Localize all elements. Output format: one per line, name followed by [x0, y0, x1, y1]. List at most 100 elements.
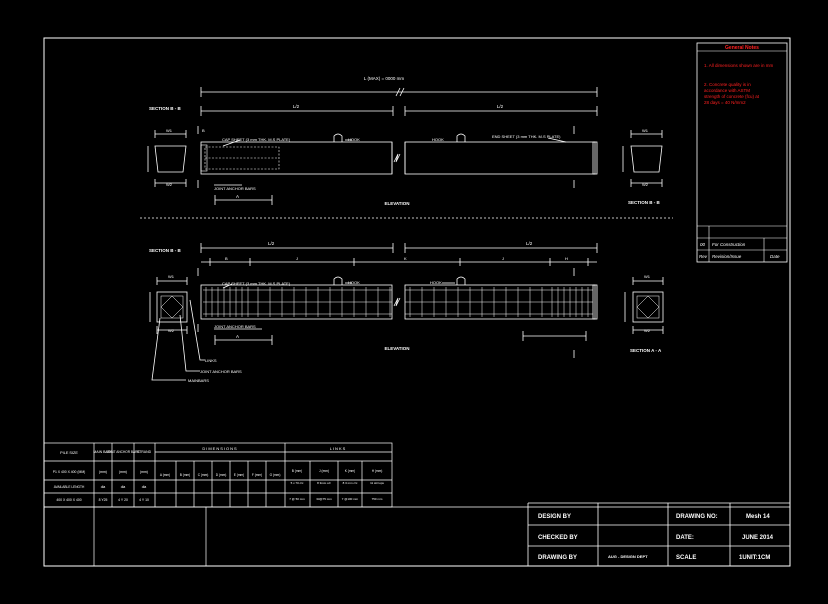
schedule-header-dimensions: DIMENSIONS: [202, 446, 237, 451]
scale-label: SCALE: [676, 555, 696, 561]
design-by-label: DESIGN BY: [538, 514, 571, 520]
scale-value: 1UNIT:1CM: [739, 555, 770, 561]
drawing-by-label: DRAWING BY: [538, 555, 577, 561]
bottom-elevation-labels: L/2 L/2 SECTION B - B SECTION A - A CAP …: [149, 241, 662, 383]
links-row2-j: 33@75 mm: [316, 497, 332, 501]
top-hook-right: HOOK: [432, 137, 444, 142]
top-w2-right: W2: [642, 182, 649, 187]
note-2-line-3: strength of concrete (fcu) at: [704, 94, 760, 99]
top-elevation-labels: L (MAX) = 0000 mm L/2 L/2 SECTION B - B …: [149, 76, 661, 206]
top-w1-left: W1: [166, 128, 173, 133]
top-left-half-dim: L/2: [293, 104, 300, 109]
top-end-sheet: END SHEET (3 mm THK. M.S PLATE): [492, 134, 561, 139]
checked-by-label: CHECKED BY: [538, 535, 578, 541]
bottom-links-label: LINKS: [205, 358, 217, 363]
zone-label-0: B: [225, 256, 228, 261]
schedule-row3-anchor: 4 Y 20: [118, 498, 128, 502]
top-mark-b: B: [202, 128, 205, 133]
top-elevation: [147, 87, 663, 205]
zone-label-1: J: [296, 256, 298, 261]
bottom-hook-right: HOOK: [430, 280, 442, 285]
bottom-elevation-title: ELEVATION: [384, 346, 409, 351]
zone-label-4: H: [565, 256, 568, 261]
links-row2-b: 7 @ 50 mm: [289, 497, 305, 501]
bottom-elevation: [149, 243, 664, 381]
schedule-header-main: MAIN BARS: [93, 450, 113, 454]
zone-label-3: J: [502, 256, 504, 261]
top-right-half-dim: L/2: [497, 104, 504, 109]
drawing-by-value: AUG - DESIGN DEPT: [608, 554, 648, 559]
dim-header-g: G (mm): [270, 473, 281, 477]
note-1: 1. All dimensions shown are in mm: [704, 63, 774, 68]
bottom-mainbars-label: MAINBARS: [188, 378, 209, 383]
top-cap-sheet: CAP SHEET (3 mm THK. M.S PLATE): [222, 137, 291, 142]
bottom-hook-left: HOOK: [348, 280, 360, 285]
links-row2-k: 7 @100 mm: [342, 497, 359, 501]
schedule-row2-strand: dia: [142, 485, 147, 489]
schedule-row2-pile: AVAILABLE LENGTH: [54, 485, 85, 489]
bottom-w2-left: W2: [168, 328, 175, 333]
top-hook-left: HOOK: [348, 137, 360, 142]
links-header-h: H (mm): [372, 469, 383, 473]
top-elevation-title: ELEVATION: [384, 201, 409, 206]
schedule-row1-main: (mm): [99, 470, 107, 474]
top-dim-a: A: [236, 194, 239, 199]
bottom-w1-left: W1: [168, 274, 175, 279]
schedule-labels: PILE SIZE MAIN BARS JOINT ANCHOR BARS ST…: [53, 446, 385, 502]
schedule-row2-main: dia: [101, 485, 106, 489]
dim-header-f: F (mm): [252, 473, 262, 477]
dim-header-e: E (mm): [234, 473, 244, 477]
revision-desc-0: For Construction: [712, 242, 746, 247]
schedule-header-links: LINKS: [330, 446, 347, 451]
note-2-line-2: accordance with ASTM: [704, 88, 750, 93]
note-2-line-1: 2. Concrete quality is in: [704, 82, 751, 87]
dim-header-d: D (mm): [216, 473, 227, 477]
schedule-header-anchor: JOINT ANCHOR BARS: [106, 450, 139, 454]
links-row1-b: 5 x 70 c/c: [291, 481, 304, 485]
top-section-label-left: SECTION B - B: [149, 106, 182, 111]
links-row2-h: 750 mm: [372, 497, 383, 501]
bottom-w1-right: W1: [644, 274, 651, 279]
drawing-no-value: Mesh 14: [746, 514, 770, 520]
schedule-row1-anchor: (mm): [119, 470, 127, 474]
schedule-row3-main: 8 Y25: [99, 498, 108, 502]
top-section-label-right: SECTION B - B: [628, 200, 661, 205]
schedule-table: [43, 442, 393, 566]
top-joint-anchor: JOINT ANCHOR BARS: [214, 186, 256, 191]
revision-code-1: Rev: [699, 254, 708, 259]
links-header-j: J (mm): [319, 469, 329, 473]
schedule-header-pile: PILE SIZE: [60, 451, 78, 455]
title-block-labels: DESIGN BY CHECKED BY DRAWING BY AUG - DE…: [538, 514, 774, 561]
bottom-right-half-dim: L/2: [526, 241, 533, 246]
drawing-no-label: DRAWING NO:: [676, 514, 718, 520]
bottom-section-label-left: SECTION B - B: [149, 248, 182, 253]
general-notes-box: General Notes 1. All dimensions shown ar…: [696, 42, 788, 263]
note-2-line-4: 28 days = 40 N/mm2: [704, 100, 746, 105]
zone-label-2: K: [404, 256, 407, 261]
date-label: DATE:: [676, 535, 694, 541]
dim-header-b: B (mm): [180, 473, 190, 477]
title-block: [44, 502, 790, 566]
dim-header-a: A (mm): [160, 473, 170, 477]
links-row1-h: 11 stirrups: [370, 481, 384, 485]
schedule-row3-pile: 400 X 400 X 400: [56, 498, 81, 502]
schedule-header-strand: STRAND: [137, 450, 152, 454]
bottom-joint-anchor-bars-label: JOINT ANCHOR BARS: [200, 369, 242, 374]
bottom-left-half-dim: L/2: [268, 241, 275, 246]
schedule-row2-anchor: dia: [121, 485, 126, 489]
bottom-joint-anchor: JOINT ANCHOR BARS: [214, 324, 256, 329]
bottom-w2-right: W2: [644, 328, 651, 333]
date-value: JUNE 2014: [742, 535, 774, 541]
sheet-border: [43, 37, 791, 567]
schedule-row3-strand: 4 Y 10: [139, 498, 149, 502]
overall-length-dim: L (MAX) = 0000 mm: [364, 76, 404, 81]
bottom-cap-sheet: CAP SHEET (3 mm THK. M.S PLATE): [222, 281, 291, 286]
revision-code-0: 00: [700, 242, 706, 247]
links-row1-k: 8 3 mm c/c: [343, 481, 358, 485]
revision-desc-1: Revision/Issue: [712, 254, 742, 259]
schedule-row1-strand: (mm): [140, 470, 148, 474]
dim-header-c: C (mm): [198, 473, 209, 477]
top-w1-right: W1: [642, 128, 649, 133]
revision-date-1: Date: [770, 254, 780, 259]
